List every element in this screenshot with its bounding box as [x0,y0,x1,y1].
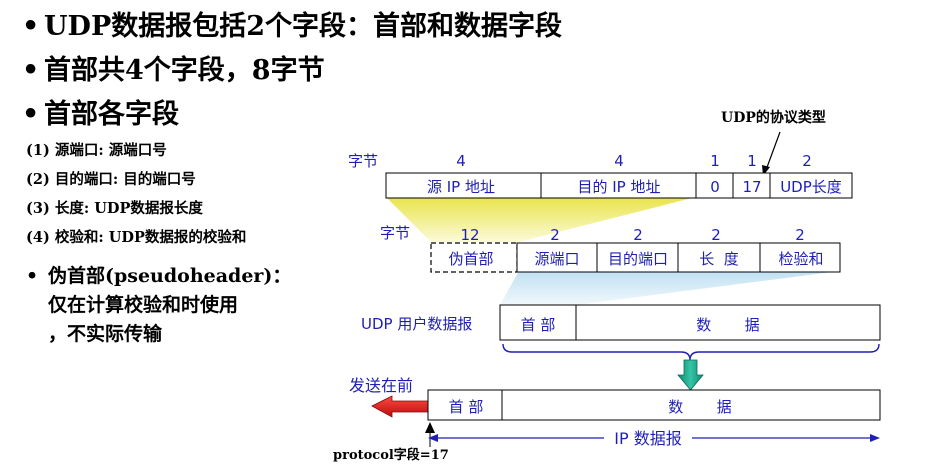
row2-size: 2 [550,226,560,244]
ip-datagram-box [427,389,881,421]
bullet-dot: • [22,11,40,42]
cell-pseudo-header: 伪首部 [448,250,493,268]
field-item-checksum: (4) 校验和: UDP数据报的校验和 [26,229,247,246]
row1-size: 4 [456,152,466,170]
cell-dst-ip: 目的 IP 地址 [577,178,660,196]
row2-size: 2 [711,226,721,244]
udp-datagram-label: UDP 用户数据报 [361,315,472,333]
cell-src-port: 源端口 [534,250,579,268]
ip-datagram-label: IP 数据报 [614,429,681,448]
udp-header-funnel [500,271,840,305]
ip-span-right-arrowhead [870,434,880,442]
field-item-dst-port: (2) 目的端口: 目的端口号 [26,171,196,188]
bullet-dot: • [22,55,40,86]
cell-udp-length: UDP长度 [780,178,842,196]
bullet-udp-fields: •UDP数据报包括2个字段：首部和数据字段 [22,4,562,43]
pseudo-header-note: •伪首部(pseudoheader)： 仅在计算校验和时使用 ，不实际传输 [26,262,291,349]
ip-span-left-arrowhead [428,434,438,442]
cell-dst-port: 目的端口 [608,250,668,268]
encapsulation-down-arrow [677,359,704,391]
udp-datagram-box [499,304,881,341]
row1-byte-label: 字节 [348,152,378,170]
udp-header-cell: 首 部 [521,316,556,334]
bullet-dot: • [26,265,39,287]
cell-checksum: 检验和 [778,250,823,268]
ip-header-cell: 首 部 [449,398,484,416]
send-first-label: 发送在前 [349,376,413,395]
field-item-length: (3) 长度: UDP数据报长度 [26,200,203,217]
field-item-src-port: (1) 源端口: 源端口号 [26,142,167,159]
bullet-header-size: •首部共4个字段，8字节 [22,48,325,87]
pseudo-line-3: ，不实际传输 [48,323,163,345]
cell-protocol: 17 [742,178,761,196]
ip-data-cell: 数 据 [668,398,731,416]
encapsulation-brace [502,343,880,361]
pseudo-line-2: 仅在计算校验和时使用 [48,294,239,316]
row2-size: 2 [633,226,643,244]
bullet-text: 首部共4个字段，8字节 [44,55,325,86]
protocol-field-arrowhead [425,422,435,433]
row1-size: 2 [802,152,812,170]
protocol-field-note: protocol字段=17 [333,447,449,463]
cell-length: 长 度 [699,250,739,268]
row2-size: 12 [460,226,479,244]
row1-size: 1 [710,152,720,170]
cell-zero: 0 [710,178,720,196]
cell-src-ip: 源 IP 地址 [427,178,495,196]
bullet-header-fields: •首部各字段 [22,92,179,131]
row1-size: 4 [614,152,624,170]
pseudo-header-box [385,172,853,199]
row2-size: 2 [795,226,805,244]
bullet-text: UDP数据报包括2个字段：首部和数据字段 [44,11,563,42]
send-direction-arrow [371,395,429,418]
bullet-text: 首部各字段 [44,99,179,130]
bullet-dot: • [22,99,40,130]
row1-size: 1 [747,152,757,170]
pseudo-line-1: •伪首部(pseudoheader)： [26,262,291,291]
pseudo-header-funnel [386,197,696,242]
protocol-pointer-line [765,131,781,171]
ip-label-backdrop [604,429,692,447]
protocol-type-label: UDP的协议类型 [721,109,826,126]
row2-byte-label: 字节 [380,224,410,242]
udp-data-cell: 数 据 [696,316,759,334]
pseudo-header-dashed-box [430,242,518,273]
